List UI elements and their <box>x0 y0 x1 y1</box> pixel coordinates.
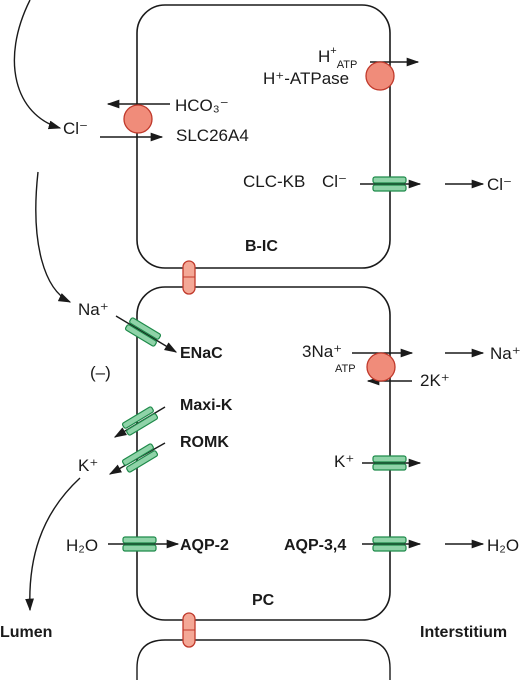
lower-cell-edge <box>136 639 391 680</box>
lumen-label: Lumen <box>0 624 52 641</box>
two-k-label: 2K⁺ <box>420 371 450 390</box>
interstitium-label: Interstitium <box>420 624 507 641</box>
aqp2-label: AQP-2 <box>180 537 229 554</box>
h-atp-label: H+ATP <box>318 45 357 71</box>
b-ic-label: B-IC <box>245 238 278 255</box>
h2o-right-label: H₂O <box>487 536 519 555</box>
three-na-label: 3Na⁺ <box>302 342 342 361</box>
hco3-label: HCO₃⁻ <box>175 96 229 115</box>
h-atpase-label: H⁺-ATPase <box>263 69 349 88</box>
romk-label: ROMK <box>180 434 229 451</box>
lumen-charge-label: (–) <box>90 363 111 382</box>
romk-channel-icon <box>121 443 159 473</box>
na-right-label: Na⁺ <box>490 344 521 363</box>
aqp34-channel-icon <box>372 536 407 552</box>
maxi-k-channel-icon <box>121 406 159 436</box>
clc-kb-channel-icon <box>372 176 407 192</box>
cl-left-label: Cl⁻ <box>63 119 88 138</box>
clc-kb-label: CLC-KB <box>243 172 305 191</box>
enac-label: ENaC <box>180 345 223 362</box>
cl-mid-label: Cl⁻ <box>322 172 347 191</box>
k-left-label: K⁺ <box>78 456 98 475</box>
aqp2-channel-icon <box>122 536 157 552</box>
pc-label: PC <box>252 592 275 609</box>
k-right-channel-icon <box>372 455 407 471</box>
na-entry-curve <box>35 171 72 303</box>
cl-right-label: Cl⁻ <box>487 175 512 194</box>
k-right-label: K⁺ <box>334 452 354 471</box>
h2o-left-label: H₂O <box>66 536 98 555</box>
maxi-k-label: Maxi-K <box>180 397 233 414</box>
cl-entry-curve <box>13 0 62 130</box>
slc26a4-pump-icon <box>123 104 153 134</box>
slc26a4-label: SLC26A4 <box>176 126 249 145</box>
aqp34-label: AQP-3,4 <box>284 537 346 554</box>
b-ic-cell <box>136 4 391 269</box>
atp-label: ATP <box>335 363 356 375</box>
enac-channel-icon <box>124 317 162 347</box>
enac-arrow <box>115 315 178 353</box>
h-atpase-pump-icon <box>365 61 395 91</box>
na-left-label: Na⁺ <box>78 300 109 319</box>
na-k-atpase-pump-icon <box>366 352 396 382</box>
k-exit-curve <box>25 477 81 612</box>
